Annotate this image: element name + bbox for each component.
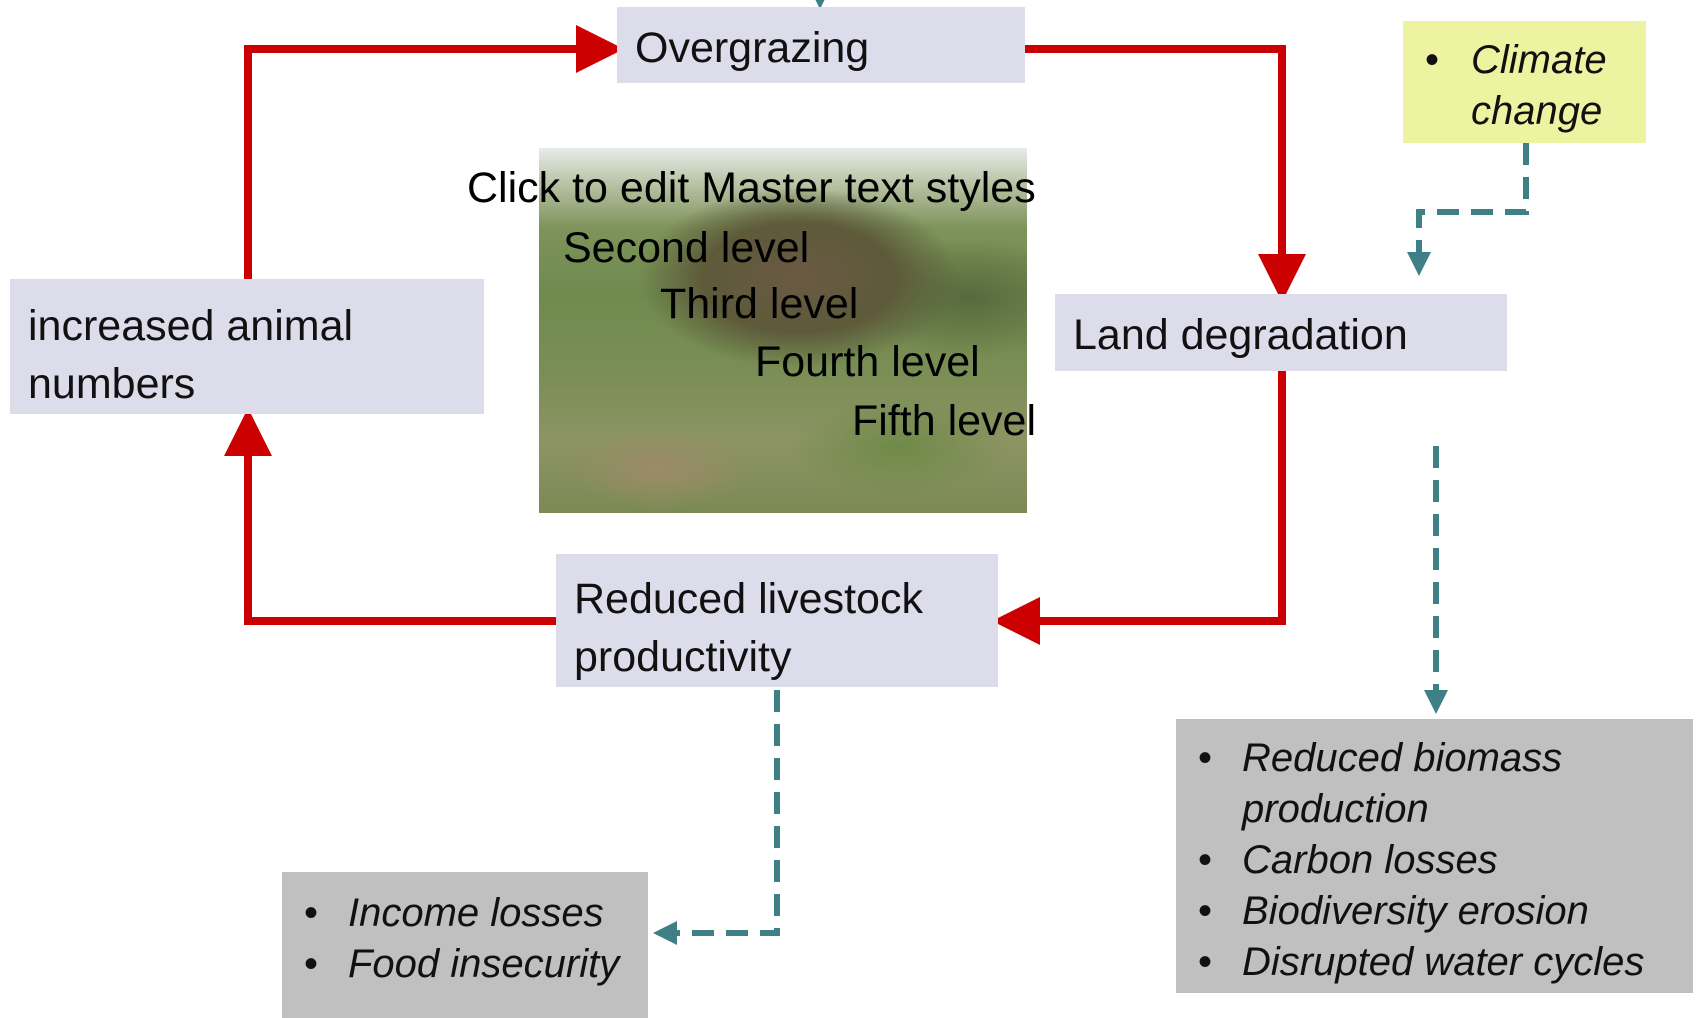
socioeconomic-impacts-box: Income losses Food insecurity [282, 872, 648, 1018]
socioeconomic-impacts-list: Income losses Food insecurity [282, 888, 648, 990]
land-degradation-label: Land degradation [1073, 311, 1408, 359]
climate-change-item-line-2: change [1471, 89, 1603, 133]
environmental-impacts-box: Reduced biomass production Carbon losses… [1176, 719, 1693, 993]
animal-numbers-node: increased animal numbers [10, 279, 484, 414]
land-degradation-node: Land degradation [1055, 294, 1507, 371]
arrow-overgrazing-to-land-degradation [1025, 45, 1306, 302]
livestock-productivity-label-line-2: productivity [574, 633, 792, 681]
impact-item-reduced-biomass: Reduced biomass production [1198, 733, 1693, 835]
arrow-climate-to-land-degradation [1407, 143, 1529, 276]
overgrazing-node: Overgrazing [617, 7, 1025, 83]
impact-item-carbon-losses: Carbon losses [1198, 835, 1693, 886]
climate-change-driver-box: Climate change [1403, 21, 1646, 143]
climate-change-list: Climate change [1403, 35, 1646, 137]
overgrazing-label: Overgrazing [635, 24, 870, 72]
environmental-impacts-list: Reduced biomass production Carbon losses… [1176, 733, 1693, 988]
impact-item-biodiversity-erosion: Biodiversity erosion [1198, 886, 1693, 937]
arrow-livestock-to-income [653, 690, 780, 945]
arrow-land-degradation-to-livestock [992, 371, 1286, 645]
arrow-livestock-to-animals [224, 408, 556, 625]
impact-item-income-losses: Income losses [304, 888, 648, 939]
animal-numbers-label-line-1: increased animal [28, 302, 354, 350]
climate-change-item-line-1: Climate [1471, 38, 1607, 82]
animal-numbers-label-line-2: numbers [28, 360, 196, 408]
degraded-rangeland-photo [539, 148, 1027, 513]
livestock-productivity-node: Reduced livestock productivity [556, 554, 998, 687]
impact-item-food-insecurity: Food insecurity [304, 939, 648, 990]
livestock-productivity-label-line-1: Reduced livestock [574, 575, 923, 623]
arrow-animals-to-overgrazing [244, 25, 624, 279]
climate-change-item: Climate change [1425, 35, 1646, 137]
impact-item-disrupted-water-cycles: Disrupted water cycles [1198, 937, 1693, 988]
